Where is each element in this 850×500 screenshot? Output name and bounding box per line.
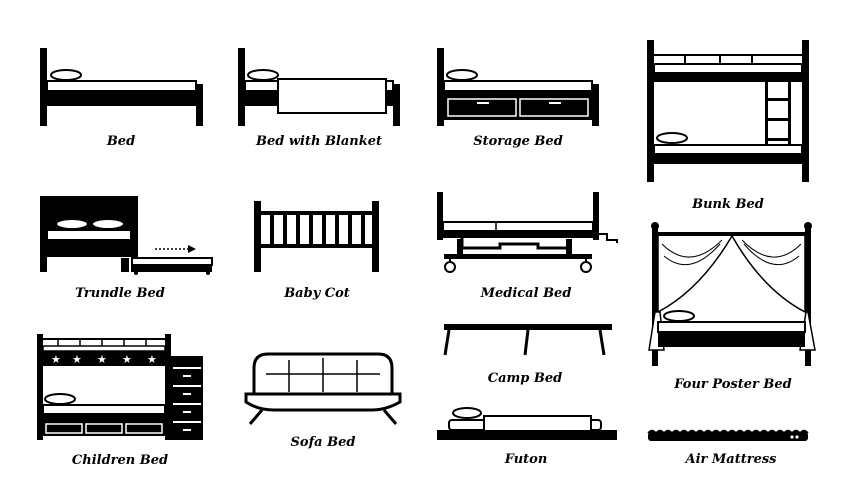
label-bed-with-blanket: Bed with Blanket bbox=[255, 134, 383, 149]
svg-text:★: ★ bbox=[122, 353, 132, 366]
baby-cot-icon bbox=[254, 201, 379, 272]
futon-icon bbox=[437, 407, 617, 440]
children-bed-icon: ★ ★ ★ ★ ★ bbox=[37, 334, 203, 440]
label-children-bed: Children Bed bbox=[71, 453, 169, 468]
svg-text:★: ★ bbox=[51, 353, 61, 366]
storage-bed-icon bbox=[437, 48, 599, 126]
label-trundle-bed: Trundle Bed bbox=[75, 286, 165, 301]
label-bunk-bed: Bunk Bed bbox=[692, 197, 764, 212]
label-storage-bed: Storage Bed bbox=[473, 134, 563, 149]
trundle-bed-icon bbox=[40, 196, 213, 275]
svg-text:★: ★ bbox=[97, 353, 107, 366]
air-mattress-icon bbox=[647, 429, 809, 441]
sofa-bed-icon bbox=[244, 352, 402, 425]
label-camp-bed: Camp Bed bbox=[487, 371, 563, 386]
label-medical-bed: Medical Bed bbox=[480, 286, 572, 301]
bed-icon bbox=[40, 48, 203, 126]
camp-bed-icon bbox=[443, 324, 612, 356]
label-air-mattress: Air Mattress bbox=[685, 452, 777, 467]
label-bed: Bed bbox=[106, 134, 136, 149]
label-four-poster-bed: Four Poster Bed bbox=[674, 377, 792, 392]
label-futon: Futon bbox=[504, 452, 548, 467]
bed-with-blanket-icon bbox=[238, 48, 400, 126]
label-sofa-bed: Sofa Bed bbox=[290, 435, 356, 450]
svg-text:★: ★ bbox=[72, 353, 82, 366]
label-baby-cot: Baby Cot bbox=[284, 286, 350, 301]
bunk-bed-icon bbox=[647, 40, 809, 182]
four-poster-bed-icon bbox=[648, 222, 816, 366]
svg-text:★: ★ bbox=[147, 353, 157, 366]
medical-bed-icon bbox=[437, 192, 618, 273]
